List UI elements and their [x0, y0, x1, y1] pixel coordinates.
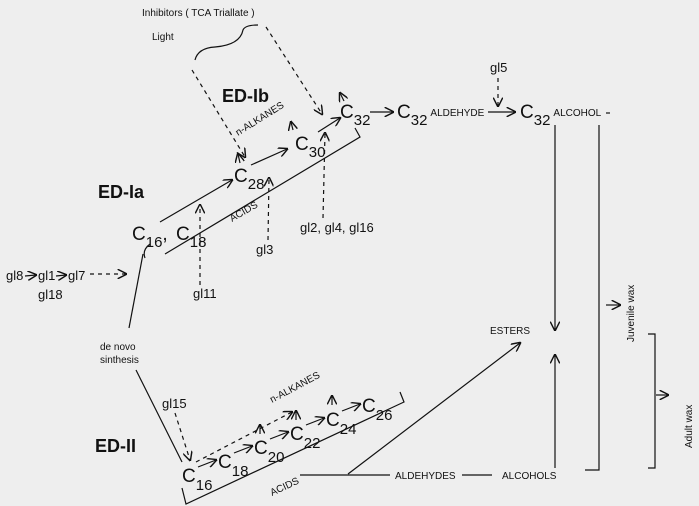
- section-ed1a: ED-Ia: [98, 182, 145, 202]
- gene-gl3: gl3: [256, 242, 273, 257]
- acids-label-top: ACIDS: [228, 200, 260, 225]
- adult-bracket: [648, 333, 656, 469]
- gene-gl2-gl4-gl16: gl2, gl4, gl16: [300, 220, 374, 235]
- juvenile-wax-label: Juvenile wax: [626, 285, 637, 342]
- gene-gl7: gl7: [68, 268, 85, 283]
- c28: C28: [234, 166, 264, 193]
- gene-gl1: gl1: [38, 268, 55, 283]
- c24: C24: [326, 410, 356, 438]
- c18-top: C18: [176, 224, 206, 251]
- brace: [194, 24, 259, 61]
- c26: C26: [362, 396, 392, 424]
- section-ed1b: ED-Ib: [222, 86, 269, 106]
- inhibitor-arrow-c28: [191, 69, 245, 157]
- inhibitor-arrow-c32: [265, 26, 322, 114]
- c16-top: C16,: [132, 224, 168, 251]
- c30: C30: [295, 134, 325, 161]
- section-ed2: ED-II: [95, 436, 136, 456]
- alcohols-label: ALCOHOLS: [502, 471, 557, 482]
- juvenile-bracket: [585, 125, 600, 471]
- gene-gl15: gl15: [162, 396, 187, 411]
- de-novo-label: de novo: [100, 342, 136, 353]
- gene-gl11: gl11: [193, 286, 217, 301]
- aldehydes-label: ALDEHYDES: [395, 471, 456, 482]
- esters-label: ESTERS: [490, 326, 530, 337]
- c16-bottom: C16: [182, 466, 212, 494]
- synthesis-label: sinthesis: [100, 355, 139, 366]
- c18-bottom: C18: [218, 452, 248, 480]
- gene-gl18: gl18: [38, 287, 63, 302]
- inhibitors-label: Inhibitors ( TCA Triallate ): [142, 8, 255, 19]
- gene-gl5: gl5: [490, 60, 507, 75]
- c32: C32: [340, 102, 370, 129]
- n-alkanes-label-bottom: n-ALKANES: [268, 370, 322, 406]
- c22: C22: [290, 424, 320, 452]
- adult-wax-label: Adult wax: [684, 405, 695, 448]
- acids-label-bottom: ACIDS: [269, 476, 302, 499]
- light-label: Light: [152, 32, 174, 43]
- acids-bracket-top: [164, 127, 361, 255]
- acids-bracket-bottom: [181, 391, 405, 505]
- gene-gl8: gl8: [6, 268, 23, 283]
- c20: C20: [254, 438, 284, 466]
